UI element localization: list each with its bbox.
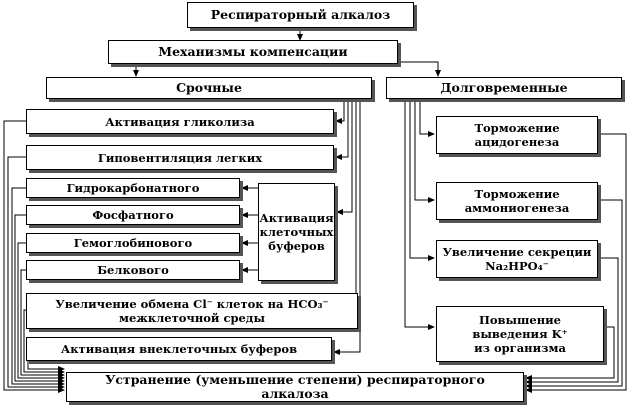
mechanisms-box: Механизмы компенсации — [108, 40, 398, 64]
ammoniogenesis-label-line1: Торможение — [474, 187, 560, 201]
arrow-urgent-to-glycolysis — [335, 99, 345, 124]
arrow-ammoniogenesis-to-result — [525, 199, 623, 389]
longterm-box: Долговременные — [386, 77, 622, 99]
glycolysis-box: Активация гликолиза — [26, 109, 334, 134]
arrow-mechanisms-to-longterm — [398, 61, 441, 77]
protein-box: Белкового — [26, 260, 240, 280]
acidogenesis-label-line1: Торможение — [474, 121, 560, 135]
extracellular-box: Активация внеклеточных буферов — [26, 337, 332, 361]
arrow-phosphate-to-result — [14, 214, 65, 384]
arrow-longterm-to-potassium — [404, 99, 435, 330]
result-box: Устранение (уменьшение степени) респират… — [66, 372, 524, 402]
cell-buffers-label: Активация клеточных буферов — [259, 211, 334, 253]
bicarbonate-label: Гидрокарбонатного — [66, 181, 200, 195]
urgent-box: Срочные — [46, 77, 372, 99]
urgent-label: Срочные — [176, 80, 242, 95]
acidogenesis-label-line2: ацидогенеза — [474, 135, 560, 149]
bicarbonate-box: Гидрокарбонатного — [26, 178, 240, 198]
phosphate-label: Фосфатного — [92, 208, 174, 222]
phosphate-box: Фосфатного — [26, 205, 240, 225]
hypoventilation-box: Гиповентиляция легких — [26, 145, 334, 170]
extracellular-label: Активация внеклеточных буферов — [60, 342, 298, 356]
mechanisms-label: Механизмы компенсации — [158, 44, 348, 59]
result-label: Устранение (уменьшение степени) респират… — [105, 372, 485, 401]
arrow-potassium-to-result — [525, 326, 615, 381]
potassium-label-line3: из организма — [474, 341, 566, 355]
ammoniogenesis-label-line2: аммониогенеза — [464, 201, 570, 215]
potassium-box: Повышение выведения K⁺ из организма — [436, 306, 604, 362]
title-label: Респираторный алкалоз — [210, 7, 391, 22]
arrow-longterm-to-secretion — [409, 99, 435, 261]
arrow-hemoglobin-to-result — [17, 242, 65, 381]
arrow-secretion-to-result — [525, 257, 619, 385]
arrow-protein-to-result — [20, 269, 65, 378]
exchange-box: Увеличение обмена Cl⁻ клеток на HCO₃⁻ ме… — [26, 293, 358, 329]
arrow-urgent-to-extracellular — [333, 99, 361, 355]
secretion-box: Увеличение секреции Na₂HPO₄⁻ — [436, 240, 598, 278]
arrow-bicarbonate-to-result — [11, 187, 65, 387]
ammoniogenesis-box: Торможение аммониогенеза — [436, 182, 598, 220]
glycolysis-label: Активация гликолиза — [105, 114, 255, 129]
longterm-label: Долговременные — [440, 80, 568, 95]
potassium-label-line1: Повышение — [479, 313, 561, 327]
arrow-longterm-to-ammoniogenesis — [414, 99, 435, 203]
acidogenesis-box: Торможение ацидогенеза — [436, 116, 598, 154]
arrow-hypoventilation-to-result — [7, 156, 65, 390]
arrow-urgent-to-cell-buffers — [336, 99, 353, 215]
protein-label: Белкового — [97, 263, 169, 277]
hemoglobin-label: Гемоглобинового — [73, 236, 193, 250]
exchange-label-line2: межклеточной среды — [118, 311, 266, 325]
title-box: Респираторный алкалоз — [187, 2, 414, 28]
secretion-label-line2: Na₂HPO₄⁻ — [485, 259, 549, 273]
cell-buffers-box: Активация клеточных буферов — [258, 183, 335, 281]
secretion-label-line1: Увеличение секреции — [442, 245, 592, 259]
exchange-label-line1: Увеличение обмена Cl⁻ клеток на HCO₃⁻ — [55, 297, 329, 311]
arrow-exchange-to-result — [23, 309, 65, 375]
hemoglobin-box: Гемоглобинового — [26, 233, 240, 253]
hypoventilation-label: Гиповентиляция легких — [97, 150, 263, 165]
arrow-urgent-to-hypoventilation — [335, 99, 349, 160]
arrow-acidogenesis-to-result — [525, 133, 627, 393]
potassium-label-line2: выведения K⁺ — [472, 327, 568, 341]
arrow-glycolysis-to-result — [3, 120, 65, 393]
arrow-longterm-to-acidogenesis — [419, 99, 435, 137]
arrow-mechanisms-to-urgent — [108, 61, 139, 77]
